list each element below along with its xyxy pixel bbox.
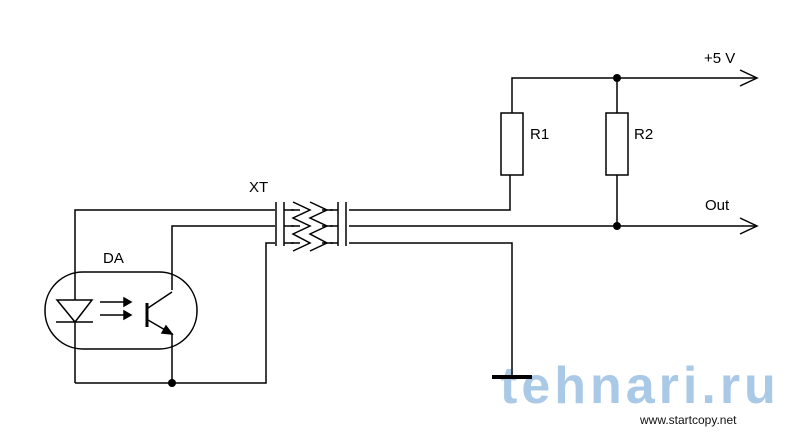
junction-node bbox=[613, 74, 621, 82]
led-icon bbox=[55, 299, 94, 324]
phototransistor-icon bbox=[145, 291, 174, 335]
watermark-logo: tehnari.ru bbox=[500, 357, 780, 415]
label-r1: R1 bbox=[530, 126, 549, 143]
junction-node bbox=[613, 222, 621, 230]
label-da: DA bbox=[103, 250, 124, 267]
junction-node bbox=[168, 379, 176, 387]
wire-anode bbox=[74, 175, 511, 383]
connector-xt bbox=[275, 201, 349, 252]
wire-ground bbox=[75, 242, 513, 384]
label-out: Out bbox=[705, 197, 730, 214]
watermark: tehnari.ru www.startcopy.net bbox=[500, 357, 780, 427]
arrow-supply-icon bbox=[739, 69, 759, 87]
resistor-r1 bbox=[500, 112, 524, 176]
watermark-url: www.startcopy.net bbox=[639, 413, 737, 427]
light-arrows-icon bbox=[100, 296, 133, 321]
optocoupler-body bbox=[44, 271, 198, 350]
resistor-r2 bbox=[605, 112, 629, 176]
label-xt: XT bbox=[249, 179, 268, 196]
label-supply: +5 V bbox=[704, 50, 735, 67]
arrow-out-icon bbox=[739, 217, 759, 235]
wire-supply bbox=[511, 77, 755, 113]
wire-out bbox=[171, 225, 755, 290]
label-r2: R2 bbox=[634, 126, 653, 143]
